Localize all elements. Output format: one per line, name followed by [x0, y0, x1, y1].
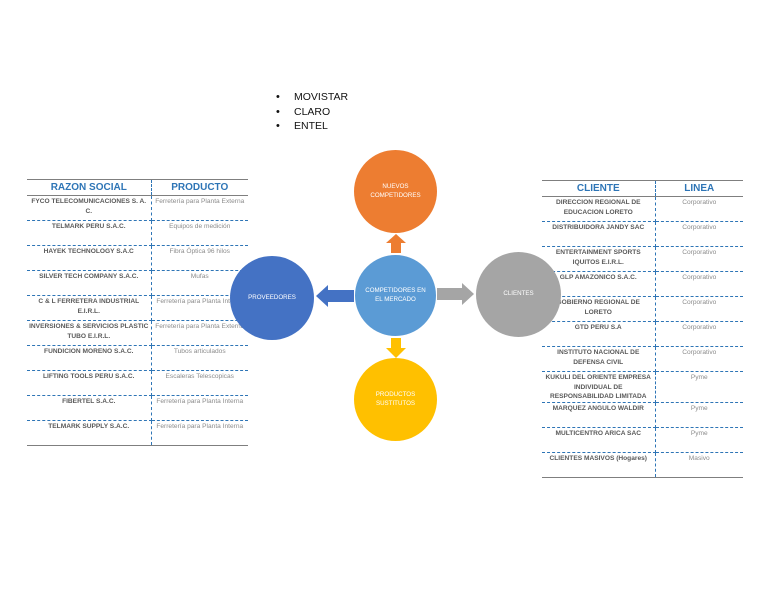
- supplier-row: SILVER TECH COMPANY S.A.C.Mufas: [27, 270, 248, 296]
- value-cell: Pyme: [655, 402, 743, 428]
- operators-list: MOVISTAR CLARO ENTEL: [276, 90, 348, 134]
- suppliers-table: RAZON SOCIAL PRODUCTO FYCO TELECOMUNICAC…: [27, 179, 248, 446]
- value-cell: Corporativo: [655, 271, 743, 297]
- name-cell: GOBIERNO REGIONAL DE LORETO: [542, 296, 656, 322]
- new-competitors-circle: NUEVOS COMPETIDORES: [354, 150, 437, 233]
- operator-item: ENTEL: [276, 119, 348, 134]
- name-cell: FIBERTEL S.A.C.: [27, 395, 152, 421]
- market-competitors-label: COMPETIDORES EN EL MERCADO: [365, 287, 426, 303]
- supplier-row: FUNDICION MORENO S.A.C.Tubos articulados: [27, 345, 248, 371]
- substitute-products-circle: PRODUCTOS SUSTITUTOS: [354, 358, 437, 441]
- supplier-row: C & L FERRETERA INDUSTRIAL E.I.R.L.Ferre…: [27, 295, 248, 321]
- name-cell: ENTERTAINMENT SPORTS IQUITOS E.I.R.L.: [542, 246, 656, 272]
- name-cell: INSTITUTO NACIONAL DE DEFENSA CIVIL: [542, 346, 656, 372]
- name-cell: CLIENTES MASIVOS (Hogares): [542, 452, 656, 478]
- name-cell: MARQUEZ ANGULO WALDIR: [542, 402, 656, 428]
- name-cell: TELMARK PERU S.A.C.: [27, 220, 152, 246]
- name-cell: MULTICENTRO ARICA SAC: [542, 427, 656, 453]
- substitute-products-label: PRODUCTOS SUSTITUTOS: [375, 391, 416, 407]
- value-cell: Ferretería para Planta Interna: [151, 420, 248, 446]
- arrow-right-icon: [437, 283, 474, 305]
- header-cliente: CLIENTE: [542, 180, 656, 197]
- value-cell: Corporativo: [655, 246, 743, 272]
- value-cell: Corporativo: [655, 221, 743, 247]
- clients-label: CLIENTES: [503, 290, 534, 298]
- value-cell: Fibra Óptica 96 hilos: [151, 245, 248, 271]
- name-cell: FUNDICION MORENO S.A.C.: [27, 345, 152, 371]
- suppliers-circle: PROVEEDORES: [230, 256, 314, 340]
- clients-table: CLIENTE LINEA DIRECCION REGIONAL DE EDUC…: [542, 180, 743, 478]
- supplier-row: TELMARK SUPPLY S.A.C.Ferretería para Pla…: [27, 420, 248, 446]
- value-cell: Pyme: [655, 371, 743, 403]
- arrow-left-icon: [316, 285, 354, 307]
- name-cell: HAYEK TECHNOLOGY S.A.C: [27, 245, 152, 271]
- supplier-row: TELMARK PERU S.A.C.Equipos de medición: [27, 220, 248, 246]
- value-cell: Ferretería para Planta Externa: [151, 195, 248, 221]
- name-cell: C & L FERRETERA INDUSTRIAL E.I.R.L.: [27, 295, 152, 321]
- value-cell: Ferretería para Planta Externa: [151, 320, 248, 346]
- value-cell: Ferretería para Planta Interna: [151, 395, 248, 421]
- name-cell: LIFTING TOOLS PERU S.A.C.: [27, 370, 152, 396]
- operator-item: MOVISTAR: [276, 90, 348, 105]
- name-cell: GTD PERU S.A: [542, 321, 656, 347]
- header-producto: PRODUCTO: [151, 179, 248, 196]
- value-cell: Corporativo: [655, 296, 743, 322]
- name-cell: INVERSIONES & SERVICIOS PLASTIC TUBO E.I…: [27, 320, 152, 346]
- value-cell: Escaleras Telescopicas: [151, 370, 248, 396]
- supplier-row: LIFTING TOOLS PERU S.A.C.Escaleras Teles…: [27, 370, 248, 396]
- supplier-row: FIBERTEL S.A.C.Ferretería para Planta In…: [27, 395, 248, 421]
- client-row: CLIENTES MASIVOS (Hogares)Masivo: [542, 452, 743, 478]
- header-razon-social: RAZON SOCIAL: [27, 179, 152, 196]
- value-cell: Masivo: [655, 452, 743, 478]
- market-competitors-circle: COMPETIDORES EN EL MERCADO: [354, 254, 437, 337]
- name-cell: DIRECCION REGIONAL DE EDUCACION LORETO: [542, 196, 656, 222]
- name-cell: KUKULI DEL ORIENTE EMPRESA INDIVIDUAL DE…: [542, 371, 656, 403]
- name-cell: DISTRIBUIDORA JANDY SAC: [542, 221, 656, 247]
- name-cell: TELMARK SUPPLY S.A.C.: [27, 420, 152, 446]
- client-row: KUKULI DEL ORIENTE EMPRESA INDIVIDUAL DE…: [542, 371, 743, 403]
- value-cell: Corporativo: [655, 321, 743, 347]
- header-linea: LINEA: [655, 180, 743, 197]
- value-cell: Equipos de medición: [151, 220, 248, 246]
- supplier-row: FYCO TELECOMUNICACIONES S. A. C.Ferreter…: [27, 195, 248, 221]
- client-row: ENTERTAINMENT SPORTS IQUITOS E.I.R.L.Cor…: [542, 246, 743, 272]
- clients-circle: CLIENTES: [476, 252, 561, 337]
- value-cell: Tubos articulados: [151, 345, 248, 371]
- name-cell: SILVER TECH COMPANY S.A.C.: [27, 270, 152, 296]
- arrow-up-icon: [386, 234, 406, 253]
- value-cell: Pyme: [655, 427, 743, 453]
- new-competitors-label: NUEVOS COMPETIDORES: [370, 183, 421, 199]
- name-cell: FYCO TELECOMUNICACIONES S. A. C.: [27, 195, 152, 221]
- operator-item: CLARO: [276, 105, 348, 120]
- value-cell: Corporativo: [655, 196, 743, 222]
- client-row: GLP AMAZONICO S.A.C.Corporativo: [542, 271, 743, 297]
- suppliers-label: PROVEEDORES: [248, 293, 296, 301]
- arrow-down-icon: [386, 338, 406, 358]
- supplier-row: INVERSIONES & SERVICIOS PLASTIC TUBO E.I…: [27, 320, 248, 346]
- value-cell: Corporativo: [655, 346, 743, 372]
